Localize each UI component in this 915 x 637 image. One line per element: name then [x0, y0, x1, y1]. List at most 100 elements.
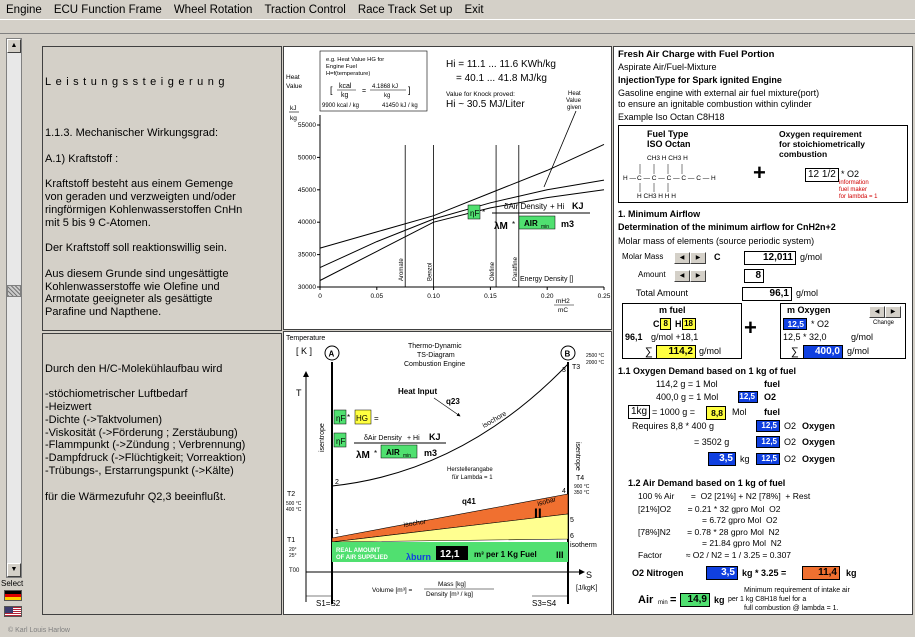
note1: Minimum requirement of intake air: [744, 587, 850, 594]
german-flag-icon[interactable]: [4, 590, 22, 601]
o-calc: 12,5 * 32,0: [783, 332, 827, 342]
hg-box: [319, 50, 428, 112]
ts-m3: m3: [424, 448, 437, 458]
given-1: Heat: [568, 91, 581, 97]
air-lbl: Air: [638, 594, 654, 606]
real-value-box: [436, 546, 468, 560]
ts-t1-temp2: 25°: [289, 553, 297, 559]
ts-isotherm: isotherm: [570, 542, 597, 549]
ts-t4-temp1: 900 °C: [574, 484, 590, 490]
ts-t2-temp2: 400 °C: [286, 507, 302, 513]
ts-real-unit: m³ per 1 Kg Fuel: [474, 550, 537, 559]
ts-t3-temp1: 2500 °C: [586, 353, 605, 359]
ts-t4: T4: [576, 475, 584, 482]
spin-left-icon[interactable]: ◀: [869, 306, 885, 318]
given-arrow: [543, 110, 577, 188]
o2-req3: combustion: [779, 149, 828, 159]
toolbar-strip: [0, 20, 915, 34]
change-lbl: Change: [873, 320, 895, 326]
formula-lambda: λM: [494, 221, 508, 232]
ts-hg: HG: [356, 414, 368, 423]
ylabel-1: Heat: [286, 74, 300, 81]
x-tick-label: 0.15: [484, 293, 497, 300]
x-tick-label: 0.10: [427, 293, 440, 300]
molar-mass-field[interactable]: 12,011: [744, 251, 796, 265]
menu-traction-control[interactable]: Traction Control: [264, 3, 346, 16]
svg-text:[: [: [330, 85, 333, 95]
svg-text:]: ]: [408, 85, 411, 95]
chart-xlabel: Energy Density []: [520, 276, 573, 283]
spin-right-icon[interactable]: ▶: [885, 306, 901, 318]
eta-box: [467, 204, 481, 220]
ts-q23: q23: [446, 397, 460, 406]
scroll-thumb[interactable]: [7, 285, 21, 297]
r6e: Oxygen: [802, 454, 836, 464]
r5a: = 3502 g: [694, 437, 730, 447]
info3: for lambda = 1: [839, 194, 878, 200]
total-field[interactable]: 96,1: [742, 287, 792, 301]
iso-octane-structure: H — C — C — C — C — C — H CH3 H CH3 H H …: [623, 155, 716, 200]
molar-mass-spinner[interactable]: ◀▶: [674, 252, 706, 264]
vertical-scrollbar[interactable]: ▲ ▼: [6, 38, 22, 578]
menu-race-track-setup[interactable]: Race Track Set up: [357, 3, 453, 16]
ts-real1: REAL AMOUNT: [336, 548, 380, 554]
hg-value-top: 4.1868 kJ: [372, 84, 398, 90]
svg-text:C — C — C — C — C — H: C — C — C — C — C — H: [637, 175, 716, 182]
svg-text:*: *: [482, 208, 485, 217]
ts-isochor: isochor: [403, 518, 427, 529]
ts-air: AIR: [386, 448, 400, 457]
hg-line2: Engine Fuel: [326, 64, 357, 70]
y-tick-label: 30000: [298, 284, 316, 291]
h18-box: 18: [682, 318, 696, 330]
ts-volume-lbl: Volume [m³] =: [372, 587, 412, 594]
a5: = 21.84 gpro Mol N2: [702, 538, 782, 548]
spin-right-icon[interactable]: ▶: [690, 270, 706, 282]
ts-t0: T00: [289, 568, 300, 574]
r6d: O2: [784, 454, 797, 464]
vline-label: Benzol: [428, 263, 434, 281]
air-min: min: [658, 600, 668, 606]
us-flag-icon[interactable]: [4, 606, 22, 617]
amount-spinner[interactable]: ◀▶: [674, 270, 706, 282]
fresh-air-charge-panel: Fresh Air Charge with Fuel Portion Aspir…: [613, 46, 913, 615]
hi-knock: Value for Knock proved:: [446, 91, 515, 98]
r3a: 1kg: [628, 405, 650, 419]
spin-left-icon[interactable]: ◀: [674, 270, 690, 282]
ts-eq: =: [374, 414, 379, 423]
ts-k-label: [ K ]: [296, 346, 312, 356]
r6c: 12,5: [756, 453, 780, 465]
right-l4: Example Iso Octan C8H18: [618, 112, 725, 122]
r4c: O2: [784, 421, 797, 431]
scroll-up-arrow-icon[interactable]: ▲: [7, 39, 21, 53]
r1b: fuel: [764, 379, 781, 389]
y-tick-label: 45000: [298, 187, 316, 194]
info1: information: [839, 180, 869, 186]
hg-value-bot: kg: [384, 93, 390, 99]
ts-heat-input: Heat Input: [398, 387, 437, 396]
sec1b: Determination of the minimum airflow for…: [618, 222, 836, 232]
amount-field[interactable]: 8: [744, 269, 764, 283]
o2-mul: * O2: [841, 169, 860, 179]
spin-right-icon[interactable]: ▶: [690, 252, 706, 264]
info2: fuel maker: [839, 187, 868, 193]
note3: full combustion @ lambda = 1.: [744, 605, 839, 612]
r4b: 12,5: [756, 420, 780, 432]
ts-t1: T1: [287, 537, 295, 544]
ts-t3-temp2: 2000 °C: [586, 360, 605, 366]
menu-exit[interactable]: Exit: [464, 3, 484, 16]
r2a: 400,0 g = 1 Mol: [656, 392, 719, 402]
spin-left-icon[interactable]: ◀: [674, 252, 690, 264]
o-mul: * O2: [811, 319, 830, 329]
change-spinner[interactable]: ◀▶: [869, 306, 901, 318]
ts-s-label: S: [586, 570, 592, 580]
m-fuel-c: C: [653, 319, 660, 329]
text-panel-bottom: Durch den H/C-Molekühlaufbau wird -stöch…: [42, 333, 282, 615]
r3e: fuel: [764, 407, 781, 417]
svg-text:H CH3 H H H: H CH3 H H H: [637, 193, 676, 200]
menu-engine[interactable]: Engine: [6, 3, 42, 16]
vline-label: Aromate: [399, 258, 405, 281]
menu-ecu-function-frame[interactable]: ECU Function Frame: [53, 3, 162, 16]
scroll-down-arrow-icon[interactable]: ▼: [7, 563, 21, 577]
menu-wheel-rotation[interactable]: Wheel Rotation: [173, 3, 253, 16]
svg-text:*: *: [512, 220, 515, 229]
